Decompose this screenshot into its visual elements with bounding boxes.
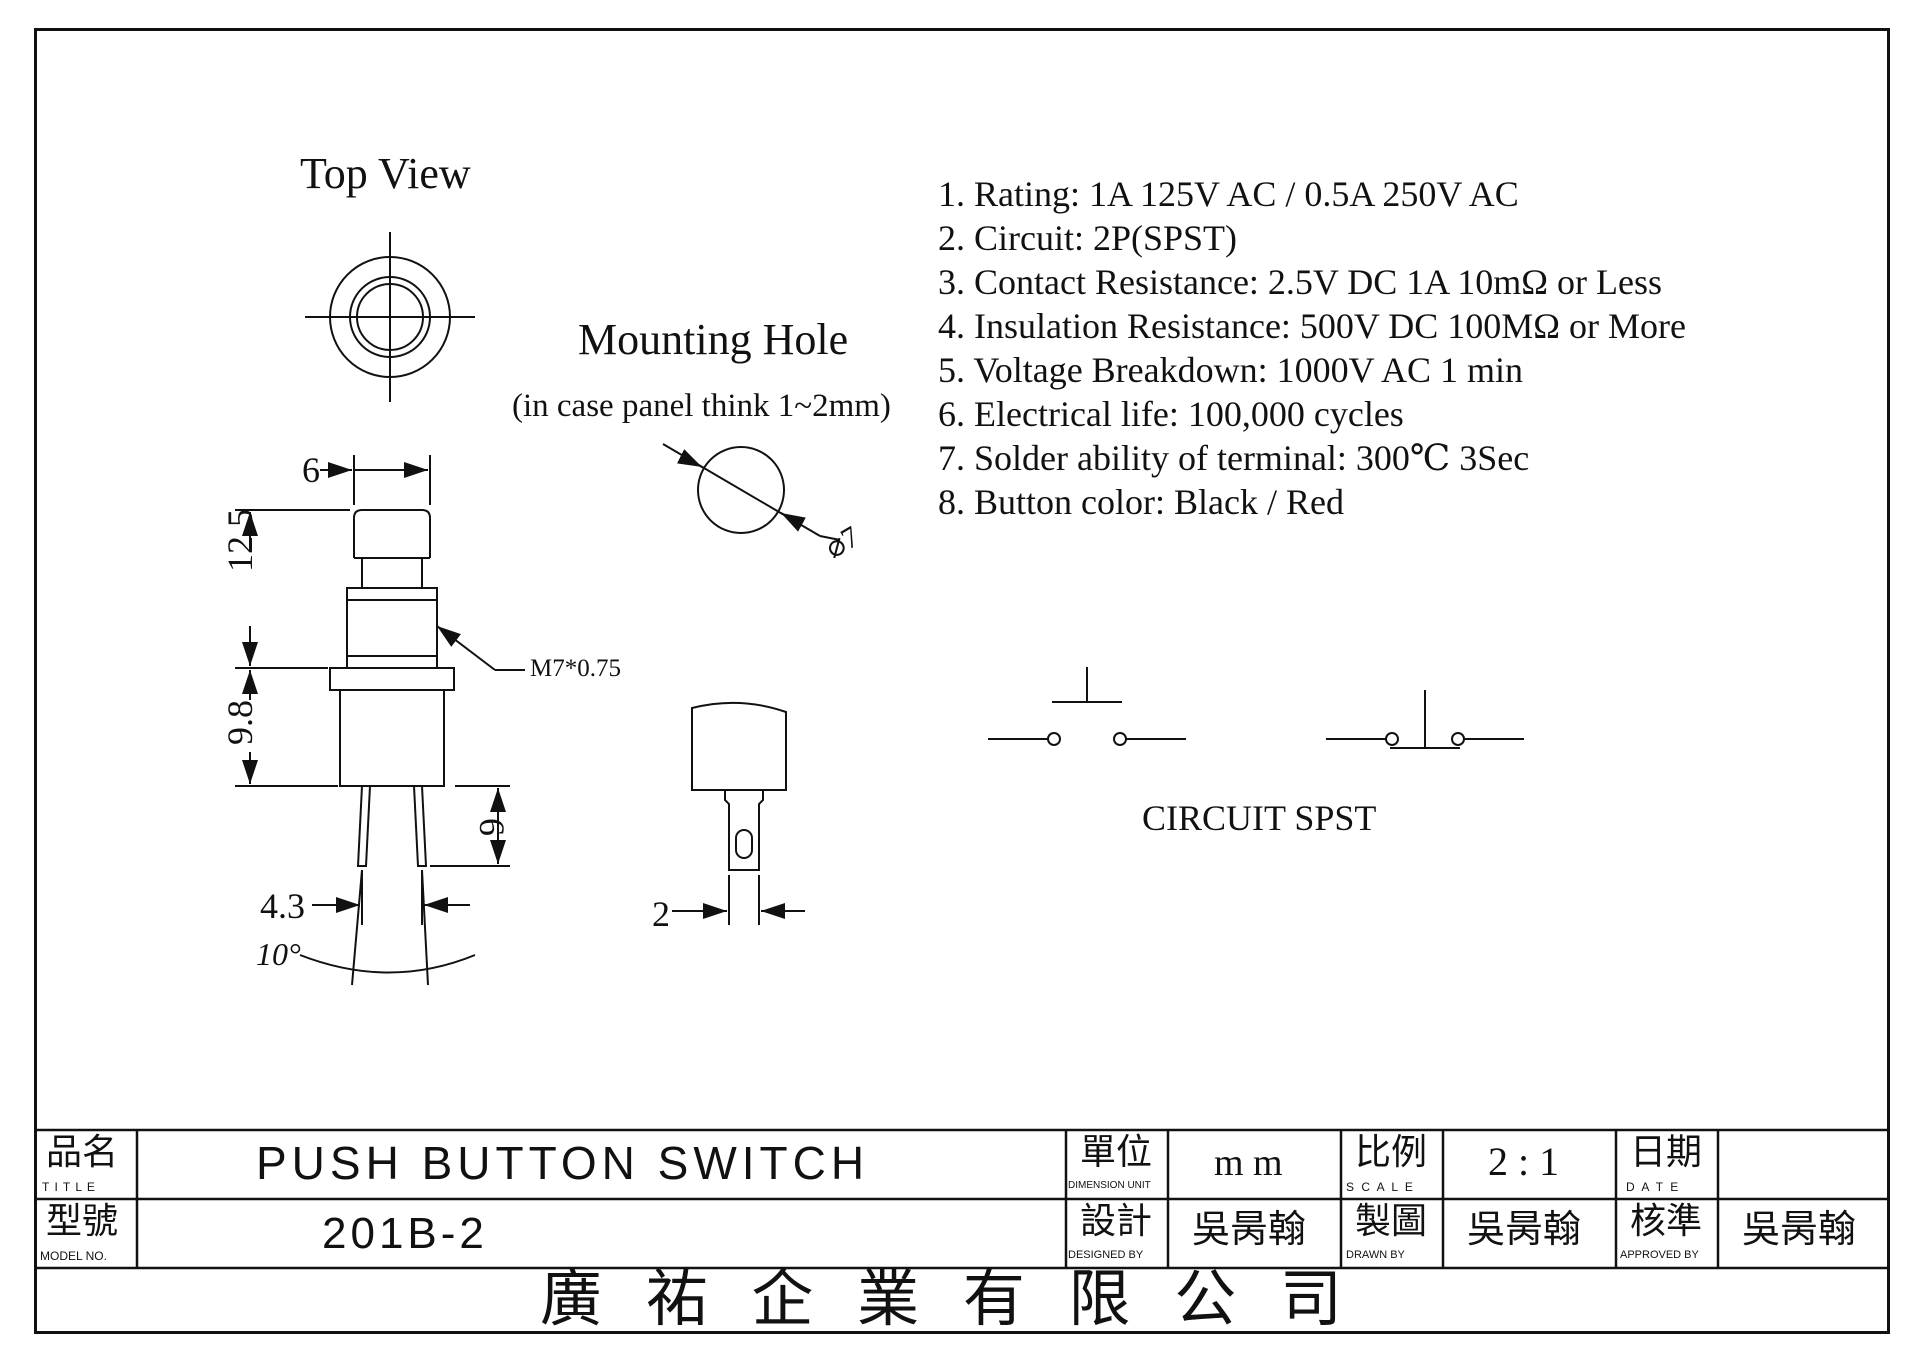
title-value: PUSH BUTTON SWITCH [256,1137,870,1189]
model-label-cn: 型號 [46,1201,119,1242]
unit-label-cn: 單位 [1080,1132,1153,1173]
unit-value: m m [1214,1142,1283,1184]
dim-height-lower: 9.8 [220,700,260,745]
title-block-grid [35,1128,1888,1270]
dim-thread: M7*0.75 [530,655,621,682]
drawing-frame [34,28,1890,1334]
side-view-drawing [235,455,525,986]
approved-label-cn: 核準 [1630,1201,1703,1242]
circuit-symbol-nc [1326,690,1524,749]
approved-value: 吳昺翰 [1742,1207,1857,1251]
spec-item: 7. Solder ability of terminal: 300℃ 3Sec [938,438,1530,478]
terminal-detail-drawing [672,701,805,925]
spec-item: 2. Circuit: 2P(SPST) [938,218,1238,258]
unit-label-en: DIMENSION UNIT [1068,1180,1151,1191]
drawn-label-cn: 製圖 [1355,1201,1428,1242]
scale-label-cn: 比例 [1355,1132,1428,1173]
dim-terminal-spacing: 4.3 [260,886,305,926]
dim-height-upper: 12.5 [220,509,260,572]
designed-label-cn: 設計 [1080,1201,1153,1242]
scale-value: 2 : 1 [1488,1139,1560,1184]
title-label-en: T I T L E [42,1180,96,1194]
top-view-label: Top View [300,149,471,198]
designed-label-en: DESIGNED BY [1068,1249,1144,1261]
scale-label-en: S C A L E [1346,1180,1415,1194]
dim-width: 6 [302,450,320,490]
spec-item: 4. Insulation Resistance: 500V DC 100MΩ … [938,306,1687,346]
model-value: 201B-2 [322,1209,488,1258]
circuit-symbol-no [988,667,1186,746]
spec-list: 1. Rating: 1A 125V AC / 0.5A 250V AC 2. … [938,176,1686,528]
title-label-cn: 品名 [46,1132,119,1173]
drawn-label-en: DRAWN BY [1346,1249,1405,1261]
spec-item: 8. Button color: Black / Red [938,482,1344,522]
dim-angle: 10° [256,936,301,972]
mounting-hole-label: Mounting Hole [578,315,849,364]
spec-item: 6. Electrical life: 100,000 cycles [938,394,1404,434]
top-view-drawing [305,232,475,402]
approved-label-en: APPROVED BY [1620,1249,1699,1261]
designed-value: 吳昺翰 [1192,1207,1307,1251]
spec-item: 5. Voltage Breakdown: 1000V AC 1 min [938,350,1523,390]
company-name: 廣 祐 企 業 有 限 公 司 [540,1262,1354,1335]
circuit-label: CIRCUIT SPST [1142,798,1377,838]
date-label-cn: 日期 [1630,1132,1703,1173]
model-label-en: MODEL NO. [40,1249,107,1263]
drawn-value: 吳昺翰 [1467,1207,1582,1251]
spec-item: 1. Rating: 1A 125V AC / 0.5A 250V AC [938,174,1519,214]
date-label-en: D A T E [1626,1180,1681,1194]
dim-terminal-length: 6 [472,818,512,836]
dim-terminal-width: 2 [652,894,670,934]
mounting-hole-drawing [662,443,841,541]
spec-item: 3. Contact Resistance: 2.5V DC 1A 10mΩ o… [938,262,1663,302]
mounting-note: (in case panel think 1~2mm) [512,388,891,424]
